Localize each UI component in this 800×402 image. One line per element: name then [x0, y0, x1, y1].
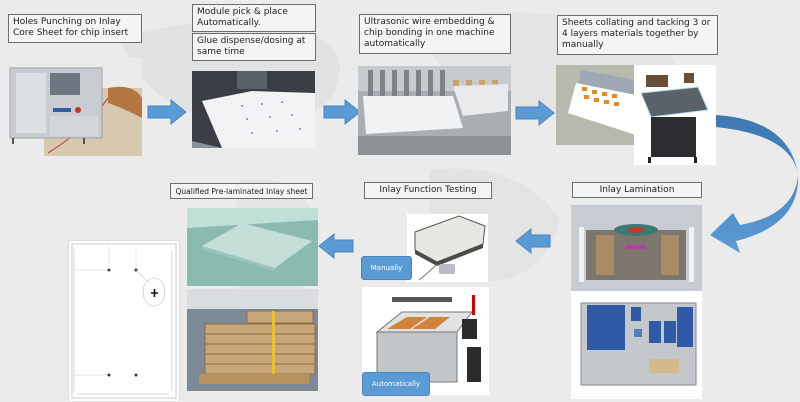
- arrow-right-icon: [515, 100, 555, 126]
- curved-arrow-icon: [710, 115, 799, 253]
- punching-machine-photo: [8, 58, 142, 156]
- manually-tag: Manually: [361, 256, 412, 280]
- lamination-machine-photo: [571, 205, 702, 291]
- arrow-right-icon: [323, 99, 361, 125]
- automatically-tag: Automatically: [362, 372, 430, 396]
- packaged-inlay-photo: [187, 289, 318, 391]
- wire-embedding-photo: [358, 66, 511, 155]
- step-label-sheets-collating: Sheets collating and tacking 3 or 4 laye…: [557, 15, 718, 55]
- arrow-left-icon: [318, 233, 354, 259]
- pick-place-photo: [192, 71, 315, 148]
- arrow-right-icon: [147, 99, 187, 125]
- step-label-glue-dispense: Glue dispense/dosing at same time: [192, 33, 316, 61]
- step-label-module-pick-place: Module pick & place Automatically.: [192, 4, 316, 32]
- inlay-drawing: [68, 240, 180, 402]
- step-label-holes-punching: Holes Punching on Inlay Core Sheet for c…: [8, 14, 142, 43]
- manual-tester-photo: [407, 214, 488, 282]
- collating-photo: [556, 65, 716, 165]
- step-label-qualified-inlay-sheet: Qualified Pre-laminated Inlay sheet: [170, 183, 313, 199]
- step-label-ultrasonic-embedding: Ultrasonic wire embedding & chip bonding…: [359, 14, 511, 54]
- inlay-sheet-photo: [187, 208, 318, 286]
- lamination-machine-photo-2: [571, 291, 702, 399]
- arrow-left-icon: [515, 228, 551, 254]
- step-label-inlay-function-testing: Inlay Function Testing: [364, 182, 492, 199]
- step-label-inlay-lamination: Inlay Lamination: [572, 182, 702, 198]
